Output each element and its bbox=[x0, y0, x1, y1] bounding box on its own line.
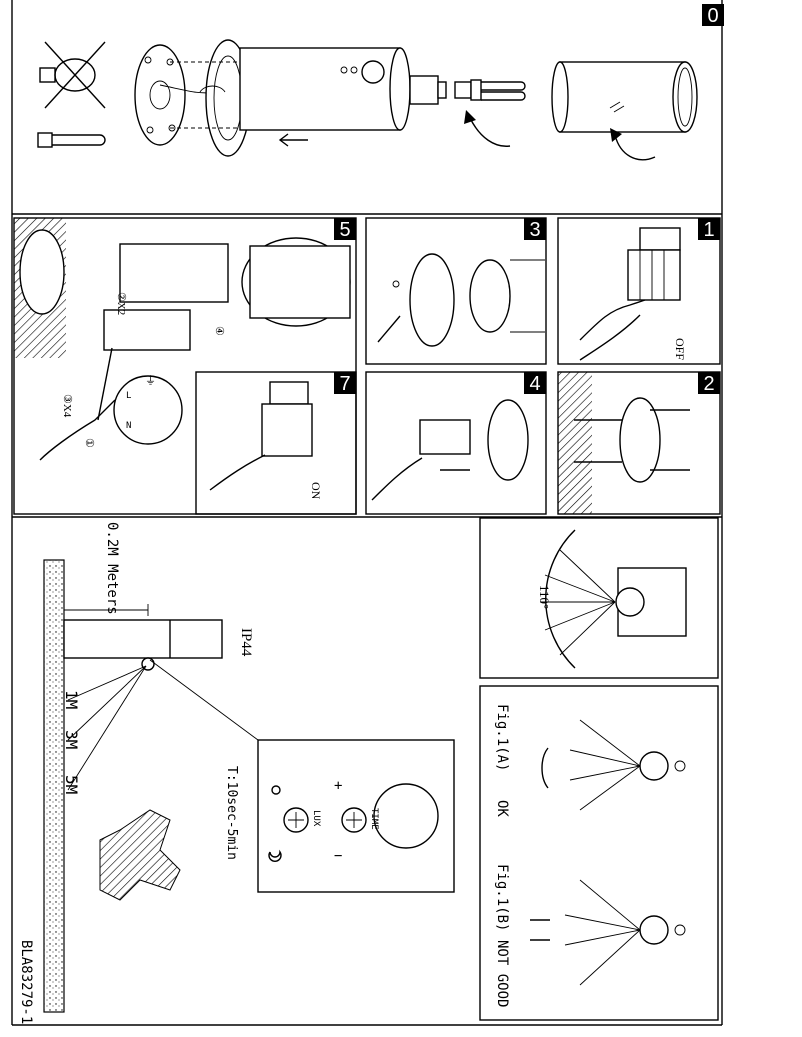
hand-screwdriver bbox=[39, 399, 116, 461]
step-7-number: 7 bbox=[339, 373, 350, 395]
mounting-plate bbox=[409, 253, 455, 347]
sheet-frame bbox=[11, 0, 723, 1026]
post-base bbox=[469, 259, 511, 333]
detection-angle-label: 110° bbox=[537, 585, 552, 609]
wall-plate-2 bbox=[619, 397, 661, 483]
terminal-L-label: L bbox=[126, 391, 131, 401]
box-lid bbox=[103, 309, 191, 351]
range-1m-label: 1M bbox=[62, 690, 81, 709]
terminal-detail bbox=[113, 375, 183, 445]
forbidden-bulb-icon bbox=[39, 41, 106, 109]
fig-b-rays bbox=[564, 879, 641, 986]
detection-angle-panel: 110° bbox=[479, 517, 719, 679]
sequence-2-label: ②X2 bbox=[115, 292, 127, 315]
fig-a-sensor bbox=[639, 751, 669, 781]
time-knob-label: TIME bbox=[369, 808, 379, 830]
sequence-4-label: ④ bbox=[213, 326, 225, 336]
fig1-panel: Fig.1(A) OK Fig.1(B) NOT GOOD bbox=[479, 685, 719, 1021]
sequence-3-label: ③X4 bbox=[61, 394, 73, 418]
switch-off-label: OFF bbox=[673, 338, 687, 360]
sensor-lens bbox=[361, 60, 385, 84]
junction-box bbox=[119, 243, 229, 303]
step-5-panel: 5 ⏚ L N ④ ②X2 ③X4 ① bbox=[13, 217, 357, 515]
screwdriver bbox=[377, 315, 401, 343]
fig-a-rays bbox=[569, 719, 641, 811]
post-stub bbox=[639, 227, 681, 251]
fig-b-arrow bbox=[530, 919, 550, 941]
range-rays bbox=[67, 665, 147, 791]
range-3m-label: 3M bbox=[62, 730, 81, 749]
timer-range-label: T:10sec-5min bbox=[224, 766, 239, 860]
fig-a-result: OK bbox=[494, 800, 510, 817]
energy-saving-lamp bbox=[454, 79, 526, 147]
step-1-number: 1 bbox=[703, 219, 714, 241]
ip-rating-label: IP44 bbox=[238, 628, 254, 657]
earth-symbol: ⏚ bbox=[145, 374, 156, 387]
fig-a-label: Fig.1(A) bbox=[494, 704, 510, 771]
wall-plate bbox=[19, 229, 65, 315]
step-4-panel: 4 bbox=[365, 371, 547, 515]
step-2-panel: 2 bbox=[557, 371, 721, 515]
ground bbox=[43, 559, 65, 1013]
allowed-bulb-icon bbox=[37, 132, 106, 148]
detection-rays bbox=[540, 549, 616, 656]
glass-diffuser bbox=[551, 61, 698, 161]
junction-box-4 bbox=[419, 419, 471, 455]
doc-code: BLA83279-1 bbox=[18, 940, 34, 1024]
time-minus-label: − bbox=[334, 848, 342, 864]
moon-icon bbox=[268, 849, 282, 862]
hand-outline bbox=[579, 299, 646, 341]
lamp-assembly-strip: 3X bbox=[37, 39, 698, 161]
bollard-post bbox=[63, 619, 223, 659]
step-3-number: 3 bbox=[529, 219, 540, 241]
fig-b-sensor bbox=[639, 915, 669, 945]
post-body bbox=[239, 47, 411, 147]
range-5m-label: 5M bbox=[62, 775, 81, 794]
step0-badge: 0 bbox=[702, 4, 724, 27]
sun-icon bbox=[271, 785, 281, 795]
lamp-holder bbox=[409, 75, 447, 105]
fig-b-result: NOT GOOD bbox=[494, 940, 510, 1007]
time-plus-label: + bbox=[334, 778, 342, 794]
base-plate bbox=[134, 44, 216, 146]
callout-sensor-lens bbox=[373, 783, 439, 849]
step-1-panel: 1 OFF bbox=[557, 217, 721, 365]
lux-knob-label: LUX bbox=[311, 810, 321, 827]
terminal-block bbox=[627, 249, 681, 301]
terminal-block-7 bbox=[261, 403, 313, 457]
height-label: 0.2M Meters bbox=[104, 522, 120, 615]
step-3-panel: 3 bbox=[365, 217, 547, 365]
step-4-number: 4 bbox=[529, 373, 540, 395]
step-7-panel: 7 ON bbox=[195, 371, 357, 515]
sequence-1-label: ① bbox=[83, 438, 95, 448]
terminal-N-label: N bbox=[126, 421, 131, 431]
step0-number: 0 bbox=[707, 5, 718, 27]
switch-on-label: ON bbox=[309, 482, 323, 500]
step-5-number: 5 bbox=[339, 219, 350, 241]
installation-diagram: IP44 0.2M Meters 1M 3M 5M TIME + − LUX T… bbox=[43, 522, 455, 1013]
person-figure bbox=[99, 809, 181, 901]
step-2-number: 2 bbox=[703, 373, 714, 395]
fig-b-label: Fig.1(B) bbox=[494, 864, 510, 931]
fig-a-arrow bbox=[541, 747, 549, 789]
